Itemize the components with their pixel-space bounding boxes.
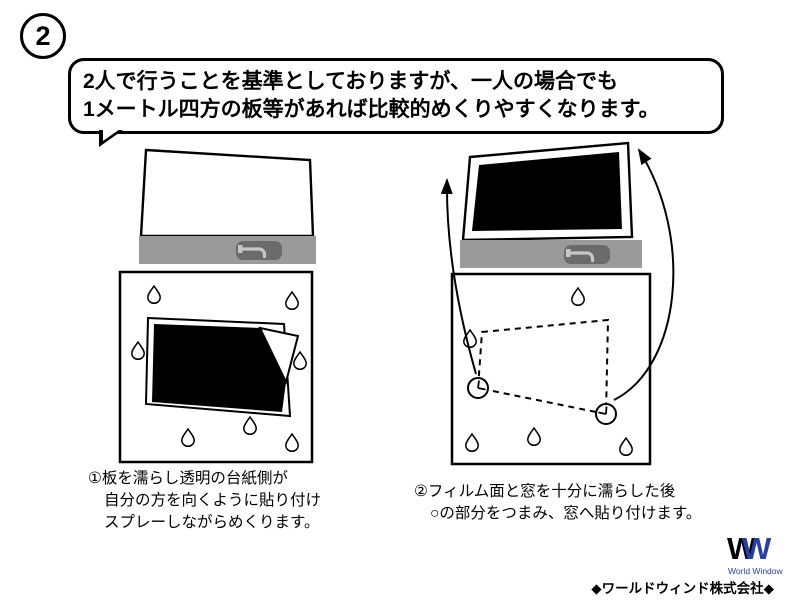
lift-arrow-left	[440, 178, 477, 375]
film-black-area	[472, 152, 622, 231]
pinch-circle-right-marks	[598, 406, 608, 415]
right-figure-illustration	[440, 141, 675, 466]
spray-bottle-icon	[564, 245, 610, 264]
caption-line: ○の部分をつまみ、窓へ貼り付けます。	[430, 505, 702, 522]
company-name: ◆ワールドウィンド株式会社◆	[591, 581, 774, 596]
pinch-circle-left-marks	[477, 380, 486, 391]
left-figure-illustration	[118, 148, 316, 464]
logo-letter-black: W	[727, 531, 757, 566]
lift-arrow-right	[613, 148, 675, 401]
peeled-corner-fold	[258, 326, 300, 385]
board-edge-bar	[139, 236, 316, 264]
board-edge-bar	[460, 240, 642, 268]
caption-line: 自分の方を向くように貼り付け	[104, 492, 322, 509]
pinch-point-circles	[467, 377, 617, 425]
bubble-line-1: 2人で行うことを基準としておりますが、一人の場合でも	[83, 70, 618, 93]
film-black-area	[152, 324, 286, 412]
world-window-logo: W W World Window	[727, 533, 791, 579]
step-number-badge: 2	[20, 13, 66, 59]
peeling-film-illustration	[144, 316, 300, 418]
step-number: 2	[35, 20, 51, 51]
window-panel	[450, 272, 652, 466]
caption-line: ①板を濡らし透明の台紙側が	[88, 470, 288, 487]
film-backing-sheet	[139, 148, 315, 238]
logo-letter-blue: W	[742, 531, 772, 566]
bubble-line-2: 1メートル四方の板等があれば比較的めくりやすくなります。	[83, 98, 660, 121]
spray-bottle-icon	[236, 241, 282, 260]
logo-subtext: World Window	[728, 566, 783, 576]
caption-line: スプレーしながらめくります。	[104, 514, 320, 531]
instruction-bubble: 2人で行うことを基準としておりますが、一人の場合でも 1メートル四方の板等があれ…	[68, 58, 724, 147]
caption-line: ②フィルム面と窓を十分に濡らした後	[414, 483, 676, 500]
left-figure-caption: ①板を濡らし透明の台紙側が 自分の方を向くように貼り付け スプレーしながらめくり…	[88, 468, 321, 534]
right-figure-caption: ②フィルム面と窓を十分に濡らした後 ○の部分をつまみ、窓へ貼り付けます。	[414, 481, 701, 525]
